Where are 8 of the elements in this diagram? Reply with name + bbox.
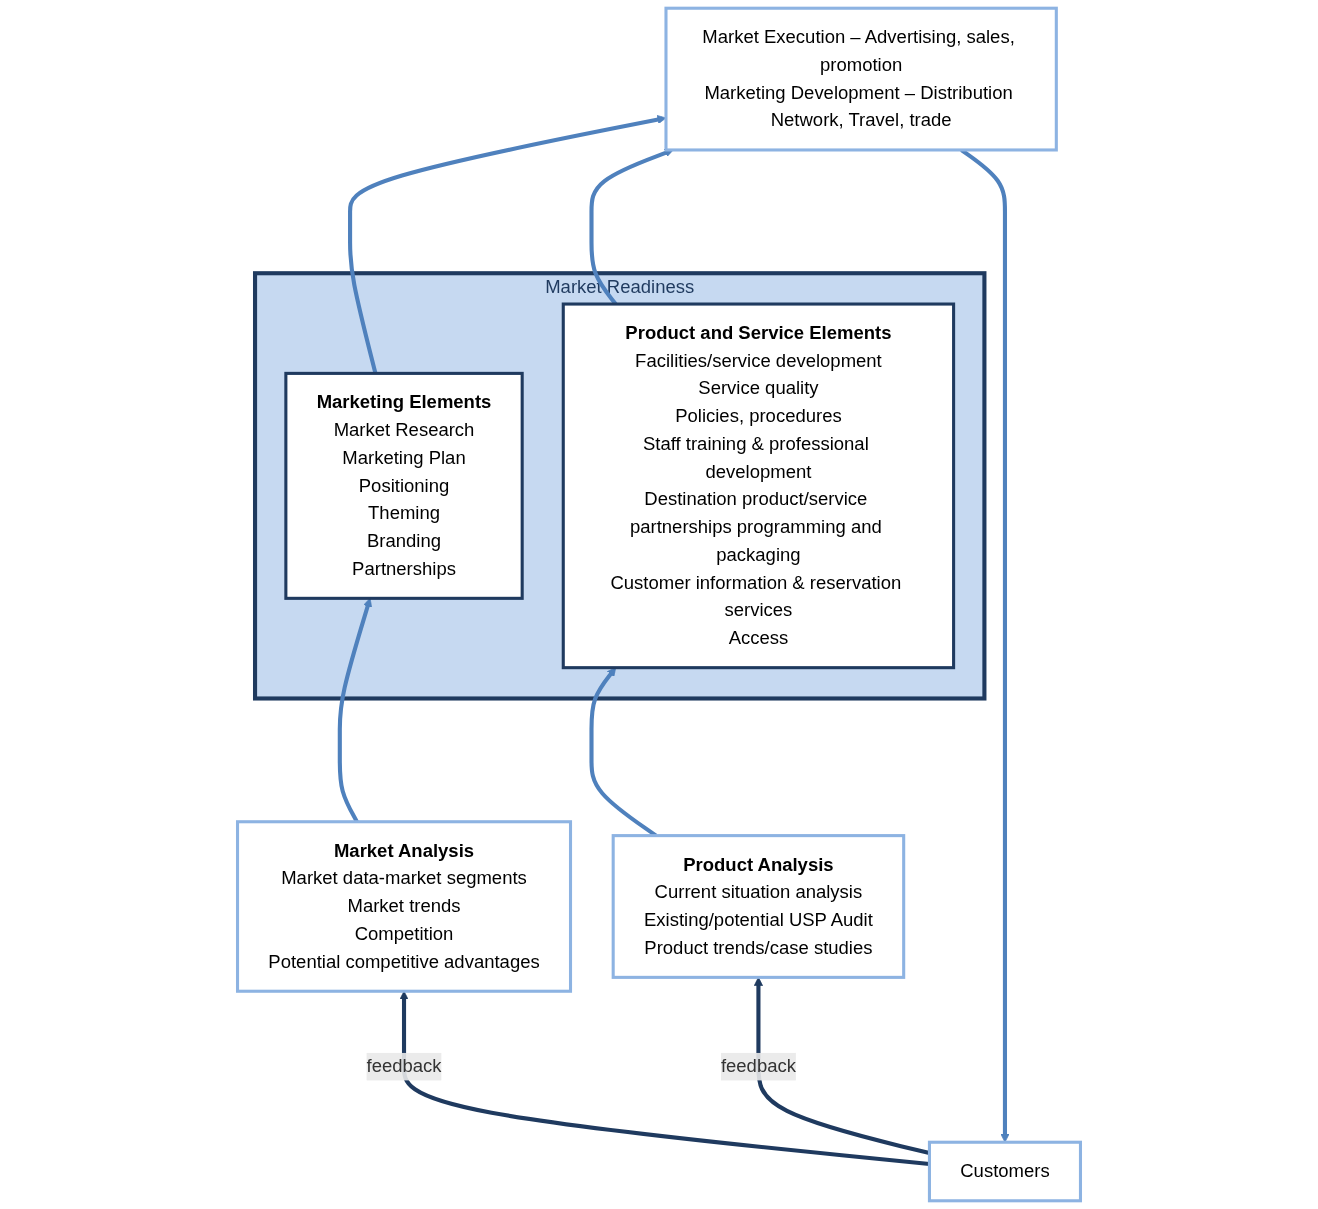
node-box: Market Execution – Advertising, sales, promotion Marketing Development – Distribution Network, Travel, trade [664, 6, 1058, 152]
node-box: Product and Service Elements Facilities/service development Service quality Policies, procedures Staff training & professional development Destination product/service partnerships programming and packaging Customer information & reservation services Access [561, 302, 956, 670]
node-box: Product Analysis Current situation analysis Existing/potential USP Audit Product trends/case studies [611, 834, 906, 979]
edge-label: feedback [720, 1055, 796, 1077]
node-box: Customers [927, 1140, 1082, 1203]
node-box: Marketing Elements Market Research Marketing Plan Positioning Theming Branding Partnerships [284, 371, 524, 600]
node-box: Market Analysis Market data-market segments Market trends Competition Potential competitive advantages [236, 820, 573, 993]
edge-label: feedback [366, 1055, 442, 1077]
